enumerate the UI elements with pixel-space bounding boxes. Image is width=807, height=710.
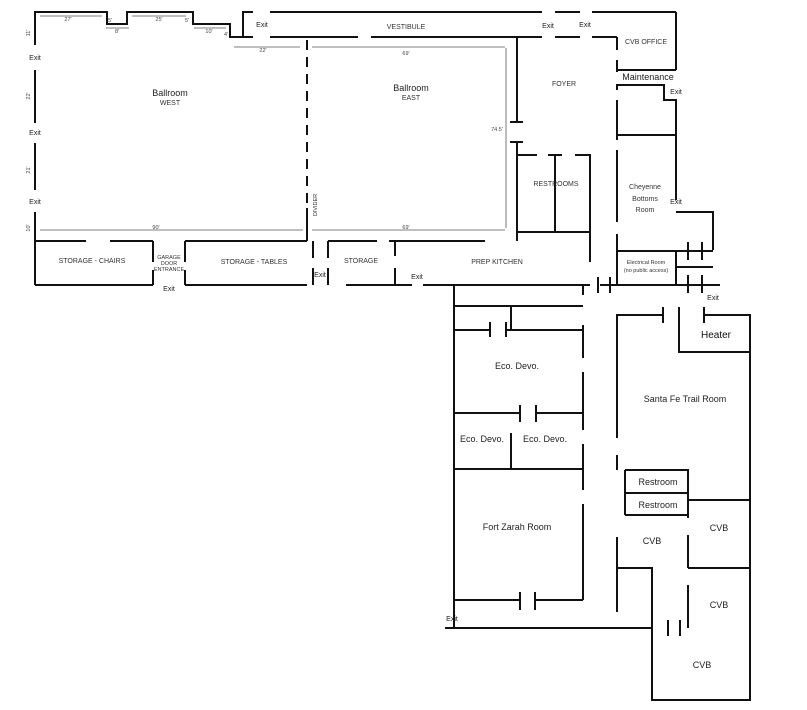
room-storage-tables: STORAGE - TABLES (221, 259, 288, 266)
room-maintenance: Maintenance (622, 72, 674, 82)
dim-left-11: 11' (26, 30, 32, 37)
room-heater: Heater (701, 330, 732, 341)
room-prep-kitchen: PREP KITCHEN (471, 259, 523, 266)
room-ballroom-west-sub: WEST (160, 100, 181, 107)
room-eco-devo-1: Eco. Devo. (495, 361, 539, 371)
dim-90: 90' (152, 225, 159, 231)
exit-label: Exit (579, 22, 591, 29)
exit-label: Exit (29, 130, 41, 137)
room-cvb-3: CVB (710, 600, 729, 610)
dim-8: 8' (115, 29, 119, 35)
room-eco-devo-2: Eco. Devo. (460, 434, 504, 444)
exit-label: Exit (542, 23, 554, 30)
dim-10: 10' (205, 29, 212, 35)
room-electrical-2: (no public access) (624, 268, 668, 274)
dim-5a: 5' (108, 18, 112, 24)
exit-labels: Exit Exit Exit Exit Exit Exit Exit Exit … (29, 22, 719, 623)
dim-left-10: 10' (26, 224, 32, 231)
room-garage-1: GARAGE (157, 255, 181, 261)
room-foyer: FOYER (552, 81, 576, 88)
exit-label: Exit (29, 55, 41, 62)
dim-east-bottom: 69' (402, 225, 409, 231)
exit-label: Exit (707, 295, 719, 302)
room-cvb-1: CVB (643, 536, 662, 546)
room-ballroom-west: Ballroom (152, 88, 188, 98)
room-cheyenne-3: Room (636, 207, 655, 214)
exit-label: Exit (314, 272, 326, 279)
walls (34, 11, 751, 701)
room-labels: Ballroom WEST Ballroom EAST VESTIBULE FO… (59, 24, 732, 670)
room-restroom-2: Restroom (638, 500, 677, 510)
room-cvb-4: CVB (693, 660, 712, 670)
dim-5b: 5' (185, 18, 189, 24)
dim-left-21: 21' (26, 166, 32, 173)
room-cheyenne-2: Bottoms (632, 196, 658, 203)
room-ballroom-east-sub: EAST (402, 95, 421, 102)
dim-4: 4' (224, 32, 228, 38)
room-cvb-office: CVB OFFICE (625, 39, 667, 46)
dim-left-22: 22' (26, 92, 32, 99)
exit-label: Exit (29, 199, 41, 206)
dim-22: 22' (259, 48, 266, 54)
room-storage: STORAGE (344, 258, 378, 265)
room-santa-fe: Santa Fe Trail Room (644, 394, 727, 404)
dim-east-top: 69' (402, 51, 409, 57)
dim-74-5: 74.5' (491, 127, 503, 133)
room-storage-chairs: STORAGE - CHAIRS (59, 258, 126, 265)
exit-label: Exit (670, 89, 682, 96)
exit-label: Exit (163, 286, 175, 293)
dimension-lines (40, 15, 507, 231)
divider-label: DIVIDER (313, 194, 319, 216)
exit-label: Exit (411, 274, 423, 281)
exit-label: Exit (670, 199, 682, 206)
room-eco-devo-3: Eco. Devo. (523, 434, 567, 444)
exit-label: Exit (256, 22, 268, 29)
room-restrooms: RESTROOMS (533, 181, 578, 188)
room-cvb-2: CVB (710, 523, 729, 533)
room-fort-zarah: Fort Zarah Room (483, 522, 552, 532)
room-vestibule: VESTIBULE (387, 24, 426, 31)
room-garage-2: DOOR (161, 261, 178, 267)
room-electrical-1: Electrical Room (627, 260, 666, 266)
room-garage-3: ENTRANCE (154, 267, 185, 273)
dim-27: 27' (64, 17, 71, 23)
dimension-labels: 27' 5' 8' 25' 5' 10' 4' 22' 69' 74.5' 90… (26, 17, 503, 232)
dim-25: 25' (155, 17, 162, 23)
exit-label: Exit (446, 616, 458, 623)
room-restroom-1: Restroom (638, 477, 677, 487)
room-ballroom-east: Ballroom (393, 83, 429, 93)
room-cheyenne-1: Cheyenne (629, 184, 661, 191)
